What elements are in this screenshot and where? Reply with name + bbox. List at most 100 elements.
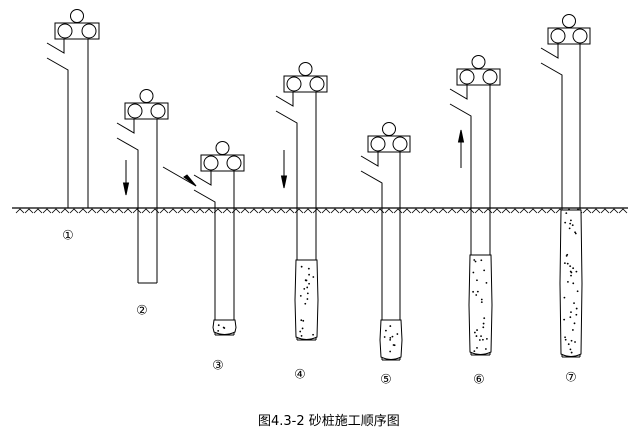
sand-dot bbox=[302, 319, 305, 322]
hatch-mark bbox=[186, 208, 196, 214]
sand-dot bbox=[304, 302, 307, 305]
pipe-left-wall bbox=[46, 57, 69, 208]
sand-dot bbox=[299, 330, 302, 333]
pile-driver-head bbox=[547, 27, 591, 45]
figure-caption: 图4.3-2 砂桩施工顺序图 bbox=[258, 414, 400, 427]
hatch-mark bbox=[42, 208, 52, 214]
sand-dot bbox=[486, 337, 488, 340]
sand-column bbox=[559, 209, 583, 357]
sand-dot bbox=[563, 262, 566, 265]
sand-dot bbox=[570, 351, 573, 354]
sand-dot bbox=[476, 329, 478, 331]
sand-dot bbox=[482, 338, 484, 341]
hatch-mark bbox=[105, 208, 115, 214]
sand-dot bbox=[308, 282, 310, 285]
sand-dot bbox=[389, 350, 392, 353]
hatch-mark bbox=[510, 208, 520, 214]
arrow-down-icon bbox=[122, 182, 130, 196]
hatch-mark bbox=[87, 208, 97, 214]
sand-dot bbox=[564, 221, 567, 224]
hatch-mark bbox=[294, 208, 304, 214]
sand-dot bbox=[222, 326, 225, 329]
sand-dot bbox=[570, 311, 572, 313]
pulley-icon bbox=[550, 28, 566, 44]
pile-driver-head bbox=[367, 135, 411, 153]
sand-dot bbox=[564, 336, 566, 339]
hatch-mark bbox=[249, 208, 259, 214]
hatch-mark bbox=[60, 208, 70, 214]
feed-chute-upper bbox=[275, 92, 294, 107]
top-pulley-icon bbox=[471, 55, 486, 69]
sand-dot bbox=[473, 331, 476, 334]
pulley-icon bbox=[226, 155, 242, 171]
sand-dot bbox=[569, 316, 572, 319]
hatch-mark bbox=[141, 208, 151, 214]
hatch-mark bbox=[276, 208, 286, 214]
hatch-mark bbox=[591, 208, 601, 214]
step-label: ⑦ bbox=[565, 370, 577, 386]
hatch-mark bbox=[411, 208, 421, 214]
step-label: ⑤ bbox=[380, 372, 392, 388]
sand-dot bbox=[299, 294, 302, 297]
hatch-mark bbox=[78, 208, 88, 214]
sand-dot bbox=[567, 343, 570, 346]
hatch-mark bbox=[537, 208, 547, 214]
hatch-mark bbox=[429, 208, 439, 214]
pile-step-3 bbox=[162, 141, 245, 336]
hatch-mark bbox=[393, 208, 403, 214]
hatch-mark bbox=[96, 208, 106, 214]
hatch-mark bbox=[114, 208, 124, 214]
hatch-mark bbox=[321, 208, 331, 214]
sand-dot bbox=[472, 290, 475, 293]
pipe-left-wall bbox=[360, 170, 383, 360]
pulley-icon bbox=[309, 76, 325, 92]
hatch-mark bbox=[204, 208, 214, 214]
hatch-mark bbox=[609, 208, 619, 214]
top-pulley-icon bbox=[215, 141, 230, 155]
sand-dot bbox=[567, 280, 569, 283]
hatch-mark bbox=[447, 208, 457, 214]
hatch-mark bbox=[519, 208, 529, 214]
hatch-mark bbox=[258, 208, 268, 214]
sand-dot bbox=[485, 281, 488, 284]
sand-dot bbox=[305, 279, 307, 282]
sand-dot bbox=[478, 339, 481, 341]
sand-dot bbox=[306, 298, 309, 300]
sand-dot bbox=[480, 259, 483, 262]
sand-dot bbox=[473, 259, 476, 261]
pile-step-4 bbox=[275, 62, 328, 341]
pulley-icon bbox=[57, 23, 73, 39]
pile-step-2 bbox=[116, 89, 169, 284]
hatch-mark bbox=[339, 208, 349, 214]
sand-dot bbox=[566, 262, 569, 265]
sand-dot bbox=[475, 335, 478, 337]
feed-chute-upper bbox=[46, 39, 65, 54]
sand-dot bbox=[573, 302, 575, 305]
hatch-mark bbox=[69, 208, 79, 214]
hatch-mark bbox=[402, 208, 412, 214]
hatch-mark bbox=[357, 208, 367, 214]
sand-dot bbox=[472, 271, 475, 274]
sand-dot bbox=[573, 322, 576, 325]
sand-dot bbox=[312, 276, 315, 278]
hatch-mark bbox=[168, 208, 178, 214]
hatch-mark bbox=[384, 208, 394, 214]
sand-dot bbox=[569, 348, 572, 351]
hatch-mark bbox=[132, 208, 142, 214]
sand-dot bbox=[476, 290, 479, 293]
hatch-mark bbox=[267, 208, 277, 214]
hatch-mark bbox=[438, 208, 448, 214]
sand-dot bbox=[565, 212, 568, 215]
hatch-mark bbox=[582, 208, 592, 214]
hatch-mark bbox=[51, 208, 61, 214]
pulley-icon bbox=[392, 136, 408, 152]
pulley-icon bbox=[370, 136, 386, 152]
sand-dot bbox=[475, 294, 478, 296]
sand-dot bbox=[572, 267, 575, 270]
sand-dot bbox=[476, 279, 478, 282]
sand-dot bbox=[391, 335, 394, 338]
arrow-slant-icon bbox=[183, 174, 197, 187]
sand-dot bbox=[570, 219, 572, 222]
sand-dot bbox=[306, 292, 309, 295]
hatch-mark bbox=[618, 208, 628, 214]
